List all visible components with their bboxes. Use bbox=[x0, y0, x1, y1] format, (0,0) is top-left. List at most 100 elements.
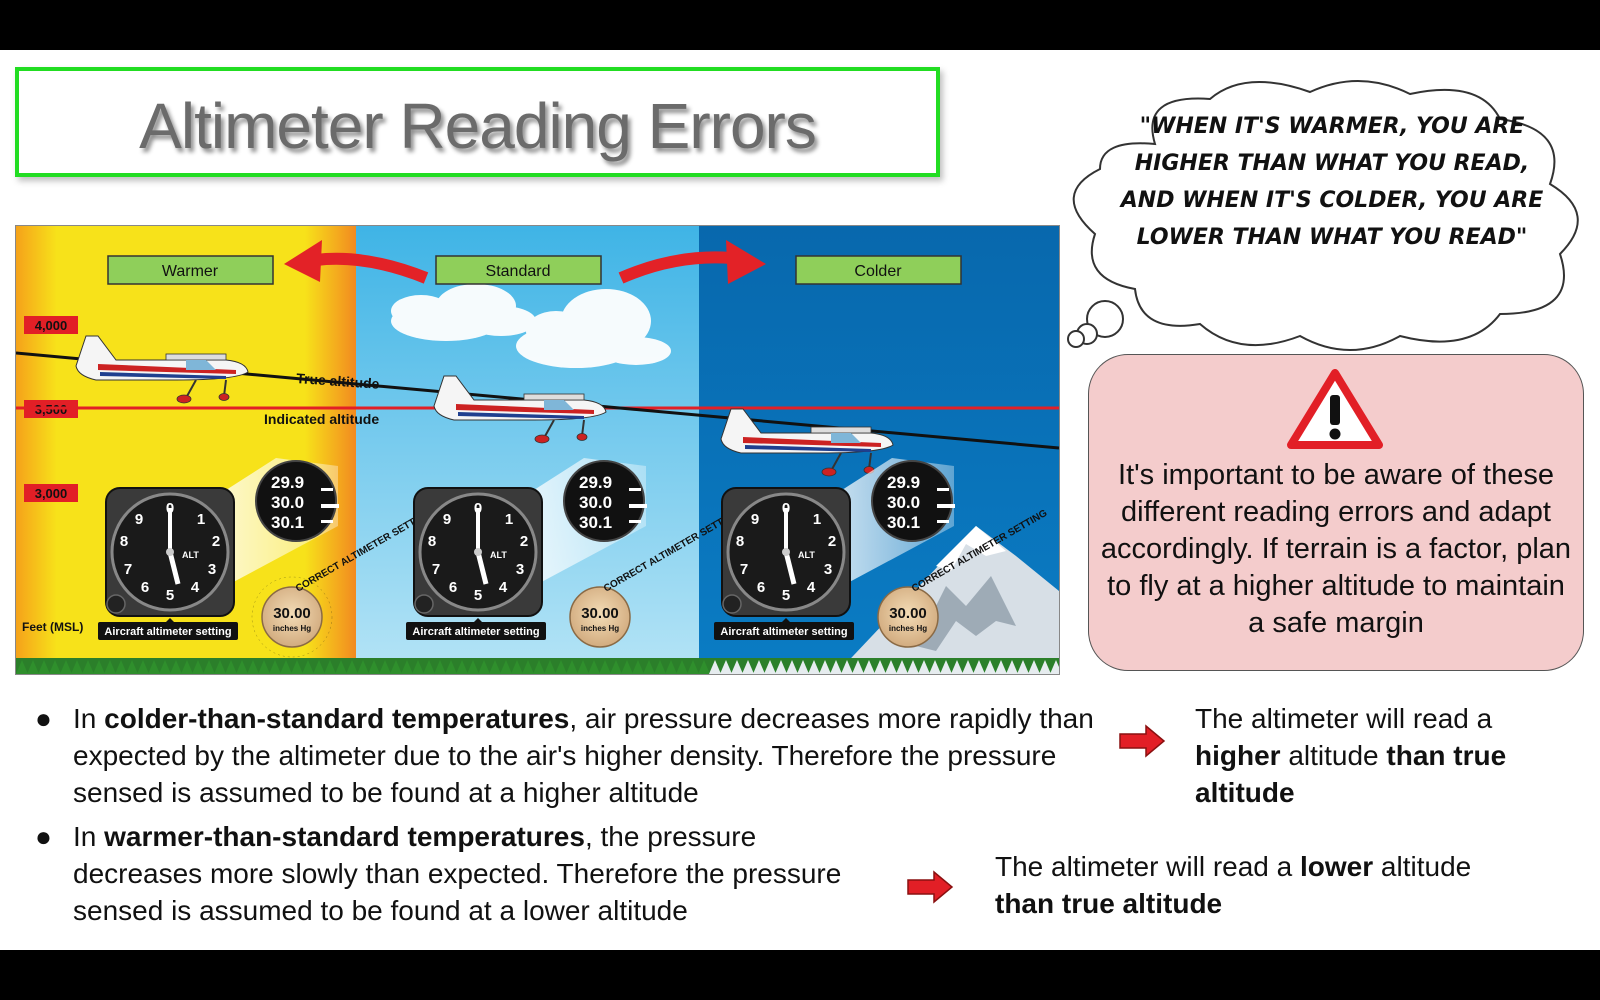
altitude-3000-tag: 3,000 bbox=[24, 484, 78, 502]
svg-text:5: 5 bbox=[474, 587, 482, 604]
svg-text:1: 1 bbox=[813, 511, 821, 528]
arrow-to-colder bbox=[618, 240, 766, 284]
tree-icon bbox=[929, 660, 941, 674]
svg-text:Aircraft altimeter setting: Aircraft altimeter setting bbox=[104, 626, 231, 638]
warning-box: It's important to be aware of these diff… bbox=[1088, 354, 1584, 671]
tree-icon bbox=[93, 660, 105, 674]
tree-icon bbox=[808, 660, 820, 674]
tree-icon bbox=[500, 660, 512, 674]
svg-text:ALT: ALT bbox=[490, 550, 507, 560]
svg-text:6: 6 bbox=[757, 579, 765, 596]
tree-icon bbox=[181, 660, 193, 674]
svg-text:4: 4 bbox=[807, 579, 816, 596]
tree-icon bbox=[533, 660, 545, 674]
tree-icon bbox=[918, 660, 930, 674]
tree-icon bbox=[423, 660, 435, 674]
bullet-colder-text: In colder-than-standard temperatures, ai… bbox=[73, 703, 1094, 808]
svg-text:30.0: 30.0 bbox=[271, 493, 304, 512]
result-warmer: The altimeter will read a lower altitude… bbox=[995, 851, 1472, 919]
bullet-warmer-text: In warmer-than-standard temperatures, th… bbox=[73, 821, 842, 926]
svg-text:inches Hg: inches Hg bbox=[273, 624, 311, 633]
svg-text:Aircraft altimeter setting: Aircraft altimeter setting bbox=[412, 626, 539, 638]
svg-text:9: 9 bbox=[135, 511, 143, 528]
airplane-standard-icon bbox=[433, 375, 607, 444]
svg-text:Standard: Standard bbox=[486, 263, 551, 280]
tree-icon bbox=[38, 660, 50, 674]
svg-text:Aircraft altimeter setting: Aircraft altimeter setting bbox=[720, 626, 847, 638]
tree-icon bbox=[225, 660, 237, 674]
warning-triangle-icon bbox=[1287, 369, 1383, 449]
tree-icon bbox=[434, 660, 446, 674]
tree-icon bbox=[203, 660, 215, 674]
tree-icon bbox=[687, 660, 699, 674]
indicated-altitude-label: Indicated altitude bbox=[264, 411, 379, 427]
result-colder: The altimeter will read a higher altitud… bbox=[1195, 703, 1507, 808]
tree-icon bbox=[852, 660, 864, 674]
svg-text:30.00: 30.00 bbox=[273, 605, 311, 622]
tree-icon bbox=[412, 660, 424, 674]
thought-bubble bbox=[1067, 80, 1579, 351]
bullet-dot: ● bbox=[35, 821, 52, 852]
tree-icon bbox=[27, 660, 39, 674]
tree-icon bbox=[621, 660, 633, 674]
tree-icon bbox=[698, 660, 710, 674]
svg-text:5: 5 bbox=[166, 587, 174, 604]
svg-text:29.9: 29.9 bbox=[271, 473, 304, 492]
svg-text:30.1: 30.1 bbox=[887, 513, 920, 532]
title-box: Altimeter Reading Errors bbox=[15, 67, 940, 177]
svg-text:5: 5 bbox=[782, 587, 790, 604]
tree-icon bbox=[984, 660, 996, 674]
tree-icon bbox=[137, 660, 149, 674]
tree-icon bbox=[49, 660, 61, 674]
airplane-warmer-icon bbox=[75, 335, 249, 404]
svg-text:3: 3 bbox=[824, 561, 832, 578]
tree-icon bbox=[797, 660, 809, 674]
svg-text:4: 4 bbox=[191, 579, 200, 596]
tree-icon bbox=[302, 660, 314, 674]
svg-text:4: 4 bbox=[499, 579, 508, 596]
thought-bubble-text: "When it's warmer, you are higher than w… bbox=[1120, 114, 1544, 250]
tree-icon bbox=[1050, 660, 1059, 674]
tree-icon bbox=[632, 660, 644, 674]
svg-text:29.9: 29.9 bbox=[887, 473, 920, 492]
tree-icon bbox=[896, 660, 908, 674]
tree-icon bbox=[324, 660, 336, 674]
tree-icon bbox=[445, 660, 457, 674]
svg-text:2: 2 bbox=[828, 533, 836, 550]
tree-icon bbox=[170, 660, 182, 674]
svg-text:9: 9 bbox=[751, 511, 759, 528]
standard-label: Standard bbox=[435, 255, 602, 285]
svg-text:7: 7 bbox=[124, 561, 132, 578]
tree-icon bbox=[489, 660, 501, 674]
bullet-dot: ● bbox=[35, 703, 52, 734]
tree-icon bbox=[214, 660, 226, 674]
svg-text:30.00: 30.00 bbox=[889, 605, 927, 622]
tree-icon bbox=[115, 660, 127, 674]
svg-text:inches Hg: inches Hg bbox=[889, 624, 927, 633]
svg-text:3,000: 3,000 bbox=[35, 486, 68, 501]
tree-icon bbox=[566, 660, 578, 674]
tree-icon bbox=[588, 660, 600, 674]
tree-icon bbox=[71, 660, 83, 674]
tree-icon bbox=[709, 660, 721, 674]
svg-text:3: 3 bbox=[208, 561, 216, 578]
svg-text:8: 8 bbox=[120, 533, 128, 550]
altimeter-figure: Warmer Standard Colder 4,000 3,500 bbox=[15, 225, 1060, 675]
tree-icon bbox=[643, 660, 655, 674]
tree-icon bbox=[126, 660, 138, 674]
tree-icon bbox=[236, 660, 248, 674]
warning-text: It's important to be aware of these diff… bbox=[1100, 459, 1572, 639]
tree-icon bbox=[60, 660, 72, 674]
tree-icon bbox=[1028, 660, 1040, 674]
slide: Altimeter Reading Errors bbox=[0, 50, 1600, 950]
tree-icon bbox=[830, 660, 842, 674]
arrow-to-warmer bbox=[284, 240, 429, 284]
svg-text:9: 9 bbox=[443, 511, 451, 528]
svg-text:30.1: 30.1 bbox=[579, 513, 612, 532]
tree-icon bbox=[610, 660, 622, 674]
tree-icon bbox=[951, 660, 963, 674]
tree-icon bbox=[467, 660, 479, 674]
tree-icon bbox=[511, 660, 523, 674]
tree-icon bbox=[555, 660, 567, 674]
tree-icon bbox=[357, 660, 369, 674]
